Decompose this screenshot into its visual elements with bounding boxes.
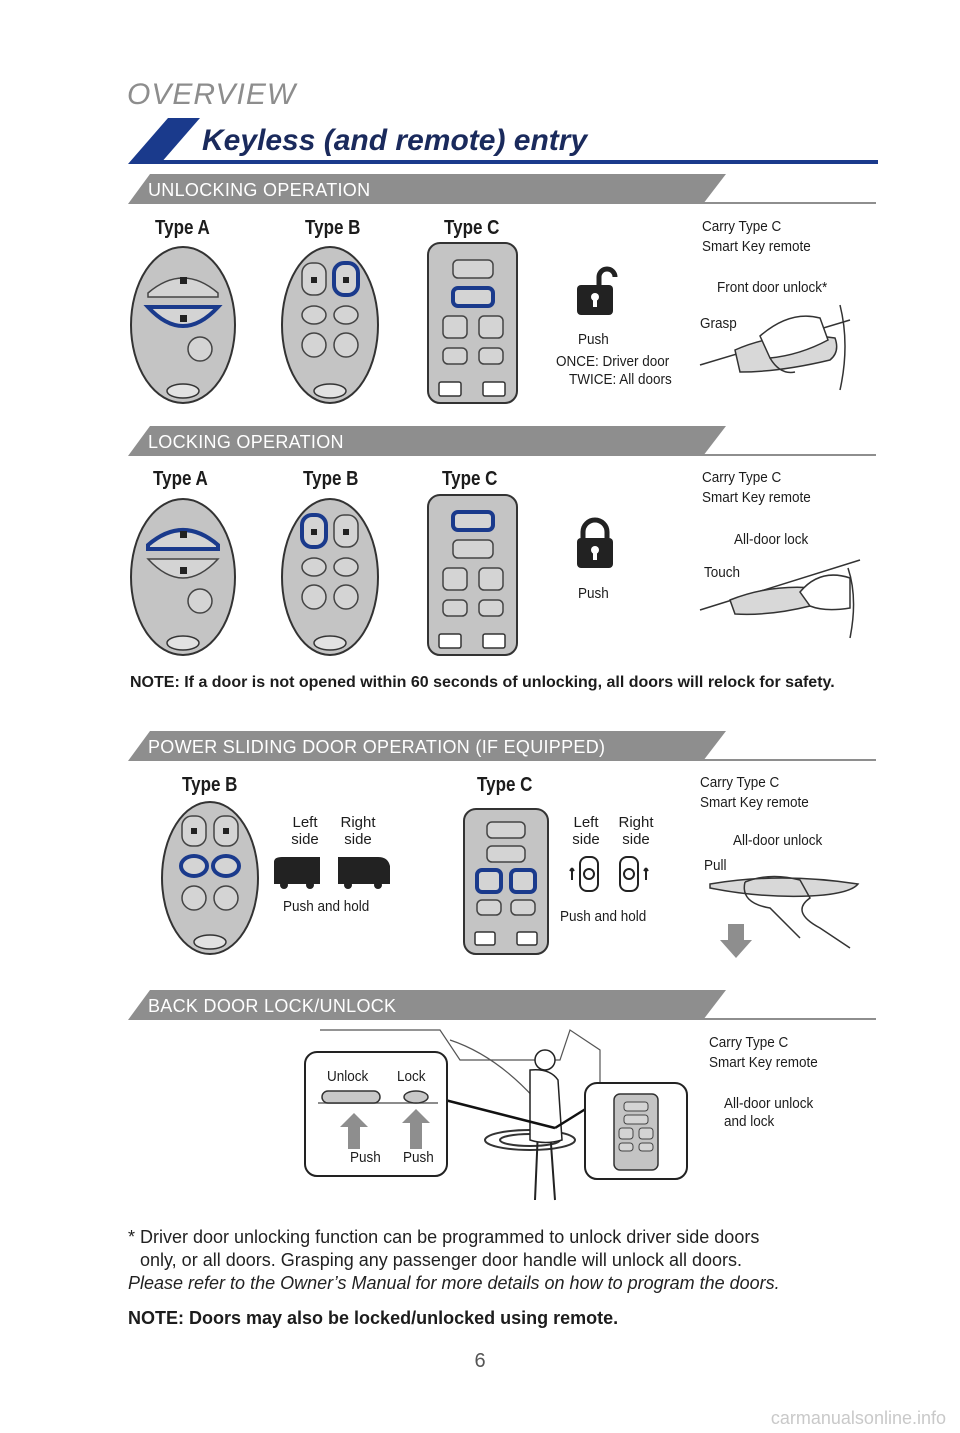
pull-label: Pull [704, 857, 727, 874]
grasp-label: Grasp [700, 315, 737, 332]
sliding-carry-line1: Carry Type C [700, 774, 780, 791]
lock-carry-line1: Carry Type C [702, 469, 782, 486]
sliding-door-button-icons [569, 856, 649, 892]
smart-key-inset [584, 1082, 688, 1180]
section-heading-backdoor: BACK DOOR LOCK/UNLOCK [148, 996, 397, 1016]
page-number: 6 [474, 1350, 486, 1372]
unlock-twice-label: TWICE: All doors [569, 371, 672, 388]
back-carry-line1: Carry Type C [709, 1034, 789, 1051]
sliding-b-left-line1: Left [292, 814, 318, 831]
door-handle-touch-illustration [699, 559, 861, 639]
sliding-c-push-hold: Push and hold [560, 908, 647, 925]
sliding-b-right-line1: Right [340, 814, 376, 831]
back-push-unlock-label: Push [350, 1149, 381, 1166]
remote-type-b-sliding [161, 801, 259, 955]
back-door-illustration [320, 1029, 601, 1201]
lock-type-a-label: Type A [153, 468, 208, 490]
all-door-lock-label: All-door lock [734, 531, 809, 548]
section-heading-sliding: POWER SLIDING DOOR OPERATION (IF EQUIPPE… [148, 737, 606, 757]
lock-type-b-label: Type B [303, 468, 359, 490]
door-handle-pull-illustration [709, 875, 860, 958]
sliding-van-icons [274, 857, 390, 889]
unlock-type-b-label: Type B [305, 217, 361, 239]
section-heading-unlocking: UNLOCKING OPERATION [148, 180, 371, 200]
sliding-type-b-label: Type B [182, 774, 238, 796]
footnote-line2: only, or all doors. Grasping any passeng… [140, 1250, 742, 1270]
section-heading-locking: LOCKING OPERATION [148, 432, 344, 452]
unlock-carry-line2: Smart Key remote [702, 238, 811, 255]
remote-type-b-lock [281, 498, 379, 656]
back-door-button-inset [304, 1051, 448, 1177]
remote-type-a-unlock [130, 246, 236, 404]
footnote-line1: * Driver door unlocking function can be … [128, 1227, 760, 1247]
sliding-c-right-line1: Right [618, 814, 654, 831]
section-bar-backdoor [128, 990, 876, 1020]
remote-note: NOTE: Doors may also be locked/unlocked … [128, 1308, 619, 1328]
front-door-unlock-label: Front door unlock* [717, 279, 828, 296]
remote-type-c-lock [427, 494, 518, 656]
unlock-type-c-label: Type C [444, 217, 500, 239]
title-banner [128, 118, 878, 164]
page-title: Keyless (and remote) entry [202, 124, 588, 157]
lock-type-c-label: Type C [442, 468, 498, 490]
touch-label: Touch [704, 564, 741, 581]
section-bar-sliding [128, 731, 876, 761]
sliding-b-right-line2: side [344, 831, 372, 848]
back-lock-label: Lock [397, 1068, 426, 1085]
unlock-once-label: ONCE: Driver door [556, 353, 670, 370]
overview-heading: OVERVIEW [127, 78, 297, 111]
footnote-line3: Please refer to the Owner’s Manual for m… [128, 1273, 780, 1293]
sliding-carry-line2: Smart Key remote [700, 794, 809, 811]
unlock-icon [577, 266, 618, 315]
sliding-c-left-line2: side [572, 831, 600, 848]
relock-note: NOTE: If a door is not opened within 60 … [130, 674, 835, 691]
back-all-line2: and lock [724, 1113, 775, 1130]
back-push-lock-label: Push [403, 1149, 434, 1166]
unlock-carry-line1: Carry Type C [702, 218, 782, 235]
sliding-c-left-line1: Left [573, 814, 599, 831]
sliding-type-c-label: Type C [477, 774, 533, 796]
lock-push-label: Push [578, 585, 609, 602]
section-bar-unlocking [128, 174, 876, 204]
sliding-b-left-line2: side [291, 831, 319, 848]
sliding-b-push-hold: Push and hold [283, 898, 370, 915]
remote-type-b-unlock [281, 246, 379, 404]
back-carry-line2: Smart Key remote [709, 1054, 818, 1071]
remote-type-a-lock [130, 498, 236, 656]
remote-type-c-sliding [463, 808, 549, 955]
section-bar-locking [128, 426, 876, 456]
watermark: carmanualsonline.info [770, 1408, 946, 1428]
back-all-line1: All-door unlock [724, 1095, 814, 1112]
lock-carry-line2: Smart Key remote [702, 489, 811, 506]
door-handle-grasp-illustration [699, 304, 851, 391]
all-door-unlock-label: All-door unlock [733, 832, 823, 849]
back-unlock-label: Unlock [327, 1068, 369, 1085]
lock-icon [577, 517, 613, 568]
sliding-c-right-line2: side [622, 831, 650, 848]
remote-type-c-unlock [427, 242, 518, 404]
unlock-push-label: Push [578, 331, 609, 348]
unlock-type-a-label: Type A [155, 217, 210, 239]
